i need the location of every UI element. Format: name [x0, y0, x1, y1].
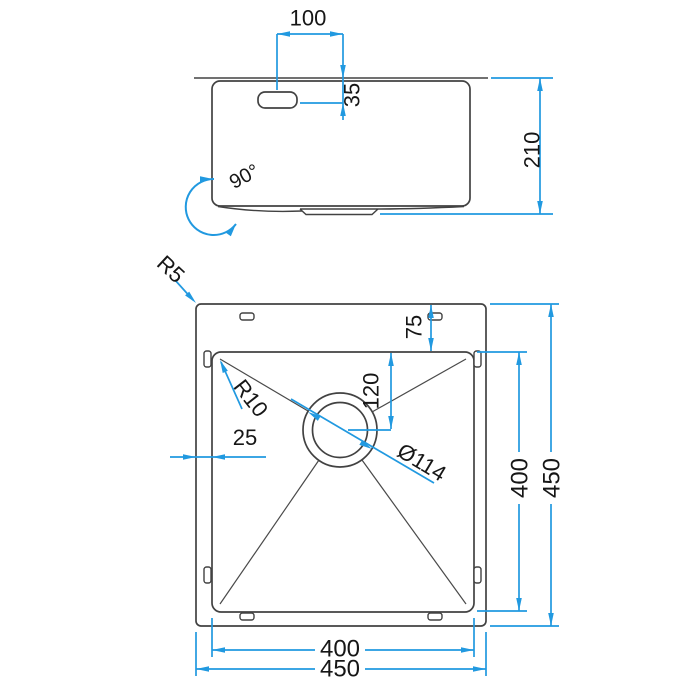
dim-label-75-top-ledge: 75 [402, 315, 427, 339]
sink-body-outline [211, 80, 471, 207]
side-view: 100 35 210 90° [184, 6, 553, 237]
dim-tap-drop: 35 [300, 34, 365, 120]
arrowhead [212, 454, 225, 460]
arrowhead [220, 360, 228, 374]
arrowhead [516, 352, 522, 365]
angle-label-90: 90° [226, 160, 263, 194]
dim-label-450-overall-depth: 450 [538, 458, 565, 498]
bowl-diagonal [219, 358, 309, 412]
mounting-clips [203, 312, 482, 621]
dim-label-120-drain-offset: 120 [359, 373, 384, 410]
angle-arc [184, 177, 237, 236]
arrowhead [537, 78, 543, 91]
arrowhead [548, 613, 554, 626]
dim-bowl-radius: R10 [220, 360, 274, 422]
arrowhead [428, 305, 434, 318]
bowl-outline [211, 351, 475, 613]
mounting-clip [473, 566, 482, 584]
arrowhead [308, 412, 321, 421]
mounting-clip [473, 350, 482, 368]
radius-label-r10: R10 [229, 375, 274, 422]
arrowhead [330, 31, 343, 37]
dim-overall-width: 450 [195, 632, 487, 682]
arrowhead [200, 176, 213, 182]
dim-depth: 210 [380, 77, 553, 215]
arrowhead [226, 224, 236, 237]
bowl-diagonal [219, 459, 320, 605]
arrowhead [185, 291, 196, 303]
bowl-diagonal [371, 358, 467, 413]
dim-drain-offset: 120 [348, 353, 394, 431]
arrowhead [516, 598, 522, 611]
radius-label-r5: R5 [152, 250, 190, 287]
arrowhead [340, 65, 346, 78]
bottom-slope-left [217, 205, 303, 213]
arrowhead [359, 440, 372, 449]
dim-label-35-tap-drop: 35 [340, 83, 365, 107]
mounting-clip [203, 350, 212, 368]
arrowhead [388, 416, 394, 429]
dim-label-400-bowl-depth: 400 [506, 458, 533, 498]
dim-side-ledge: 25 [170, 425, 266, 460]
arrowhead [183, 454, 196, 460]
dim-label-450-overall-width: 450 [320, 655, 360, 682]
outer-rim-outline [195, 303, 487, 627]
arrowhead [212, 647, 225, 653]
dim-label-drain-diameter: Ø114 [393, 438, 451, 486]
drain-flange [299, 208, 379, 216]
dim-label-400-bowl-width: 400 [320, 635, 360, 662]
bowl-diagonal [361, 459, 467, 605]
arrowhead [428, 338, 434, 351]
dim-tap-offset: 100 [276, 6, 343, 90]
dim-bowl-depth: 400 [477, 351, 533, 612]
arrowhead [537, 201, 543, 214]
arrowhead [277, 31, 290, 37]
mounting-clip [239, 312, 255, 321]
mounting-clip [203, 566, 212, 584]
arrowhead [388, 353, 394, 366]
arrowhead [340, 103, 346, 116]
arrowhead [473, 666, 486, 672]
dim-label-210-depth: 210 [520, 132, 545, 169]
dim-overall-depth: 450 [490, 303, 565, 627]
plan-view: R5 R10 75 120 25 [152, 250, 565, 682]
arrowhead [461, 647, 474, 653]
dim-outer-radius: R5 [152, 250, 196, 303]
mounting-clip [239, 612, 255, 621]
dim-bowl-width: 400 [211, 618, 475, 662]
tap-hole [257, 91, 298, 109]
dim-top-ledge: 75 [402, 305, 434, 351]
arrowhead [548, 304, 554, 317]
dim-label-25-side-ledge: 25 [233, 425, 257, 450]
mounting-clip [427, 612, 443, 621]
dim-label-100-tap-offset: 100 [290, 6, 327, 31]
bottom-slope-right [377, 205, 465, 210]
dim-corner-angle: 90° [184, 160, 263, 237]
arrowhead [196, 666, 209, 672]
